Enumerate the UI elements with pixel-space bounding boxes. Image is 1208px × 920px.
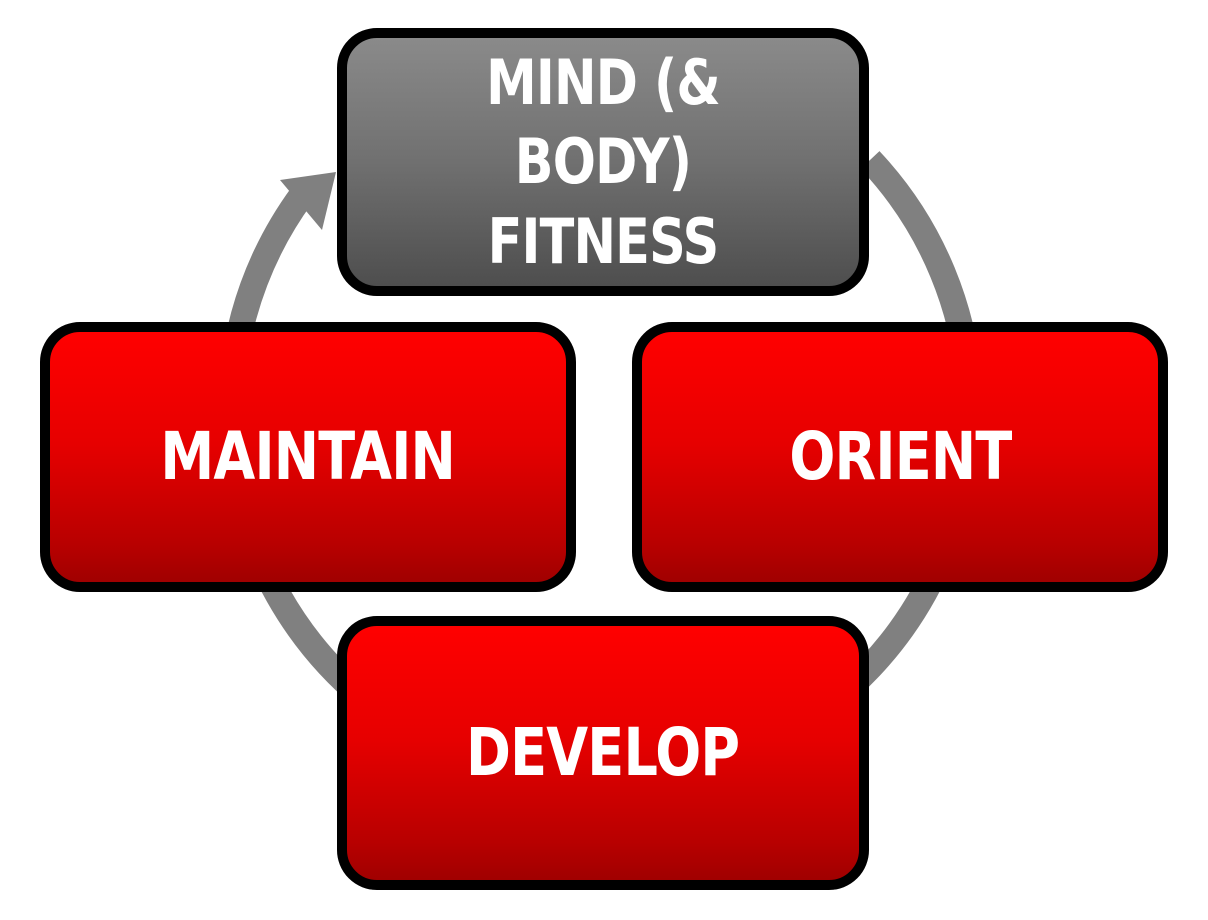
box-maintain: MAINTAIN	[40, 322, 576, 592]
top-box-label-line-2: FITNESS	[487, 204, 720, 278]
top-box-label-line-1: MIND (& BODY)	[486, 45, 721, 199]
box-develop: DEVELOP	[337, 616, 869, 890]
box-maintain-label: MAINTAIN	[160, 417, 456, 495]
box-orient-label: ORIENT	[788, 417, 1012, 495]
arrowhead-icon	[280, 172, 336, 230]
top-box-mind-body-fitness: MIND (& BODY) FITNESS	[337, 28, 869, 296]
top-box-label: MIND (& BODY) FITNESS	[393, 43, 813, 281]
box-orient: ORIENT	[632, 322, 1168, 592]
box-develop-label: DEVELOP	[466, 713, 740, 791]
